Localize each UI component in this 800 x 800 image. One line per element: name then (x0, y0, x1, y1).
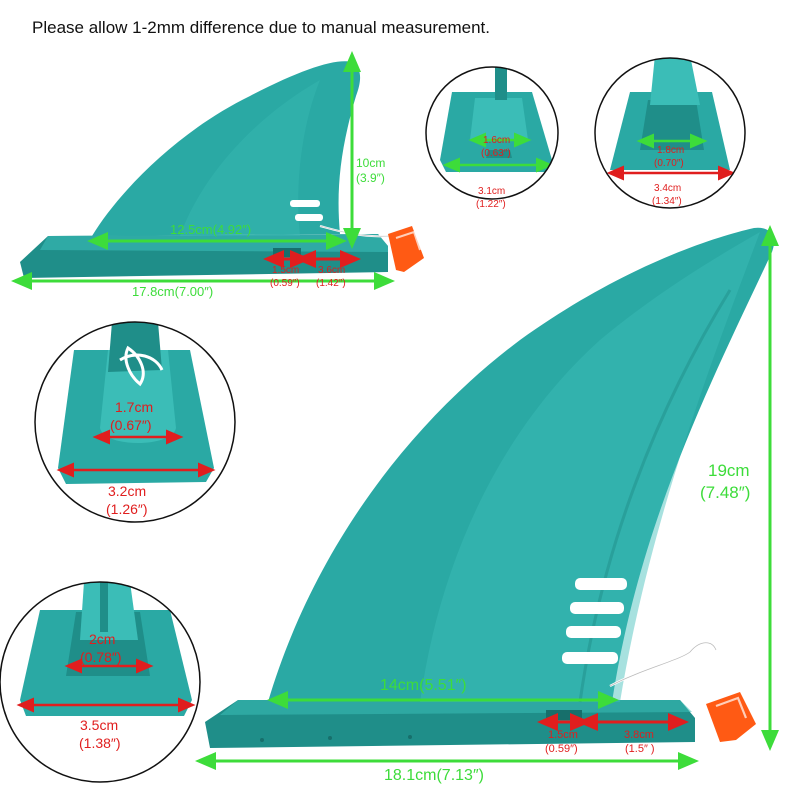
detail-small-rear: 1.8cm (0.70″) 3.4cm (1.34″) (594, 57, 746, 209)
detail-large-front-outer-in: (1.26″) (106, 501, 148, 517)
small-fin-height-in: (3.9″) (356, 171, 385, 185)
detail-small-rear-inner-in: (0.70″) (654, 158, 684, 169)
small-fin-height-cm: 10cm (356, 156, 385, 170)
detail-small-front-outer-in: (1.22″) (476, 199, 506, 210)
large-fin (205, 227, 774, 748)
large-fin-slot-in: (0.59″) (545, 743, 578, 755)
small-fin-base-length: 12.5cm(4.92″) (170, 222, 251, 237)
small-fin-total-length: 17.8cm(7.00″) (132, 284, 213, 299)
small-fin-blade (92, 61, 361, 236)
small-fin-rear-in: (1.42″) (316, 278, 346, 289)
large-fin-height-in: (7.48″) (700, 483, 750, 502)
detail-small-rear-outer-cm: 3.4cm (654, 183, 681, 194)
detail-large-rear-inner-cm: 2cm (89, 631, 115, 647)
large-fin-slot-cm: 1.5cm (548, 729, 578, 741)
detail-small-front-inner-in: (0.63″) (481, 148, 511, 159)
small-fin-slot-cm: 1.5cm (272, 265, 299, 276)
small-fin-slot-in: (0.59″) (270, 278, 300, 289)
detail-large-front-outer-cm: 3.2cm (108, 483, 146, 499)
small-fin-rear-cm: 3.6cm (318, 265, 345, 276)
detail-large-front-inner-in: (0.67″) (110, 417, 152, 433)
detail-large-front-inner-cm: 1.7cm (115, 399, 153, 415)
detail-large-rear: 2cm (0.78″) 3.5cm (1.38″) (0, 581, 201, 783)
detail-large-rear-inner-in: (0.78″) (80, 649, 122, 665)
large-fin-height-cm: 19cm (708, 461, 750, 480)
detail-large-rear-outer-cm: 3.5cm (80, 717, 118, 733)
large-fin-total-length: 18.1cm(7.13″) (384, 767, 484, 784)
measurement-note: Please allow 1-2mm difference due to man… (32, 18, 490, 37)
detail-large-front: 1.7cm (0.67″) 3.2cm (1.26″) (34, 321, 236, 523)
detail-small-front-inner-cm: 1.6cm (483, 135, 510, 146)
small-fin-leash-tag (388, 226, 424, 272)
large-fin-base-length: 14cm(5.51″) (380, 677, 467, 694)
detail-small-front: 1.6cm (0.63″) 3.1cm (1.22″) (425, 66, 559, 210)
detail-large-rear-outer-in: (1.38″) (79, 735, 121, 751)
large-fin-rear-cm: 3.8cm (624, 729, 654, 741)
large-fin-rear-in: (1.5″ ) (625, 743, 655, 755)
large-fin-blade (268, 227, 774, 703)
detail-small-rear-outer-in: (1.34″) (652, 196, 682, 207)
detail-small-front-outer-cm: 3.1cm (478, 186, 505, 197)
detail-small-rear-inner-cm: 1.8cm (657, 145, 684, 156)
